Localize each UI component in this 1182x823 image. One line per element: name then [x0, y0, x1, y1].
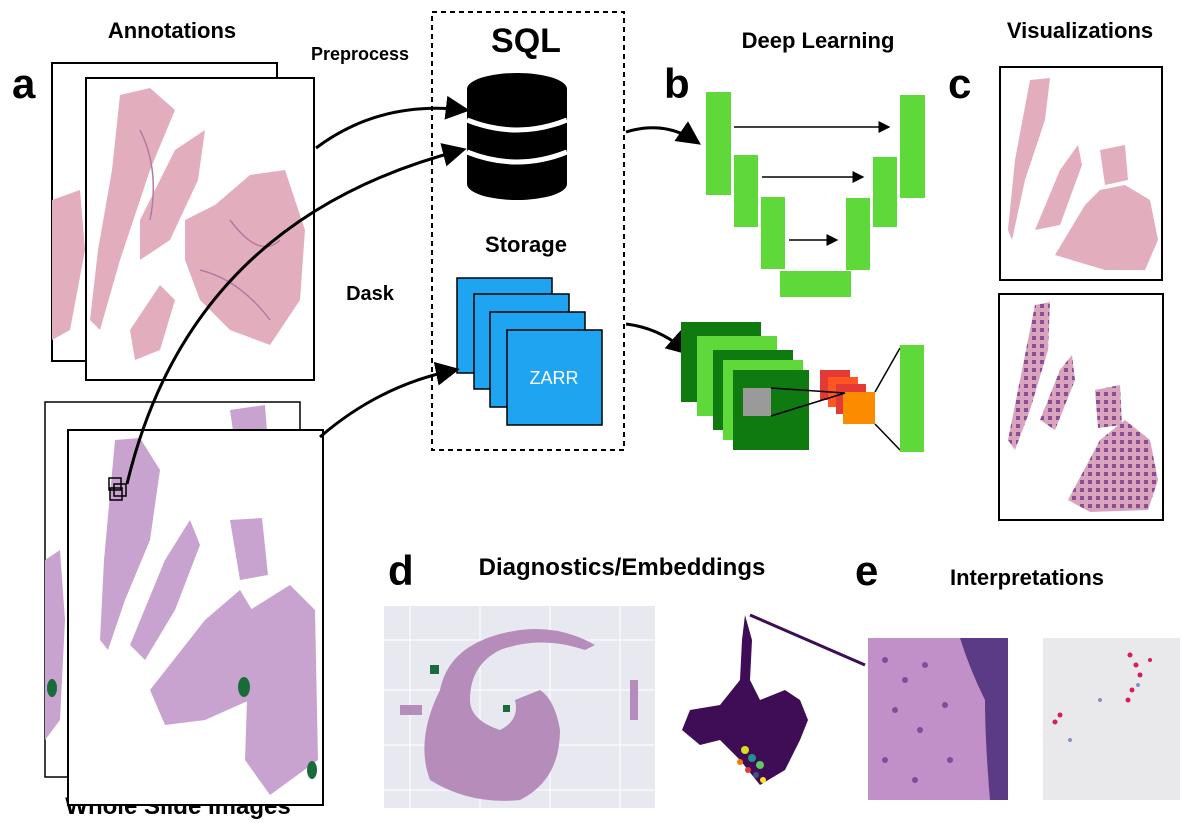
- dask-label: Dask: [346, 283, 395, 305]
- arrow-wsi-to-zarr: [319, 362, 460, 439]
- tissue-marker-mid: [238, 677, 250, 697]
- arrow-sql-to-unet: [625, 121, 701, 145]
- visualization-he-slide: [999, 66, 1163, 281]
- panel-letter-b: b: [664, 60, 690, 107]
- panel-letter-e: e: [855, 547, 878, 594]
- panel-letter-c: c: [948, 60, 971, 107]
- annotations-title: Annotations: [108, 18, 236, 43]
- interpretations-title: Interpretations: [950, 565, 1104, 590]
- unet-architecture-icon: [706, 92, 925, 297]
- preprocess-label: Preprocess: [311, 44, 409, 64]
- database-icon: [466, 73, 568, 200]
- interpretation-he-patch: [868, 638, 1008, 800]
- zarr-label: ZARR: [530, 368, 579, 388]
- panel-letter-a: a: [12, 60, 36, 107]
- arrow-patch-to-sql: [125, 143, 467, 485]
- annotation-slide-front: [85, 77, 315, 381]
- panel-letter-d: d: [388, 547, 414, 594]
- zarr-stack-icon: ZARR: [456, 277, 603, 426]
- diagnostics-title: Diagnostics/Embeddings: [479, 554, 766, 581]
- deep-learning-title: Deep Learning: [742, 28, 895, 53]
- patch-selection-icon: [108, 477, 127, 501]
- visualization-prediction-slide: [998, 293, 1164, 521]
- storage-title: Storage: [485, 232, 567, 257]
- wsi-slide-front: [47, 429, 324, 806]
- arrow-annotations-to-sql: [315, 95, 470, 150]
- diagnostics-slide-map: [384, 606, 655, 808]
- unet-skip-connections: [734, 121, 891, 246]
- interpretation-saliency-patch: [1043, 638, 1180, 800]
- tissue-marker-right: [307, 761, 317, 779]
- cnn-architecture-icon: [681, 322, 924, 452]
- visualizations-title: Visualizations: [1007, 18, 1153, 43]
- embedding-plot: [682, 613, 866, 785]
- tissue-marker-left: [47, 679, 57, 697]
- sql-title: SQL: [491, 22, 561, 60]
- arrow-zarr-to-cnn: [625, 322, 691, 356]
